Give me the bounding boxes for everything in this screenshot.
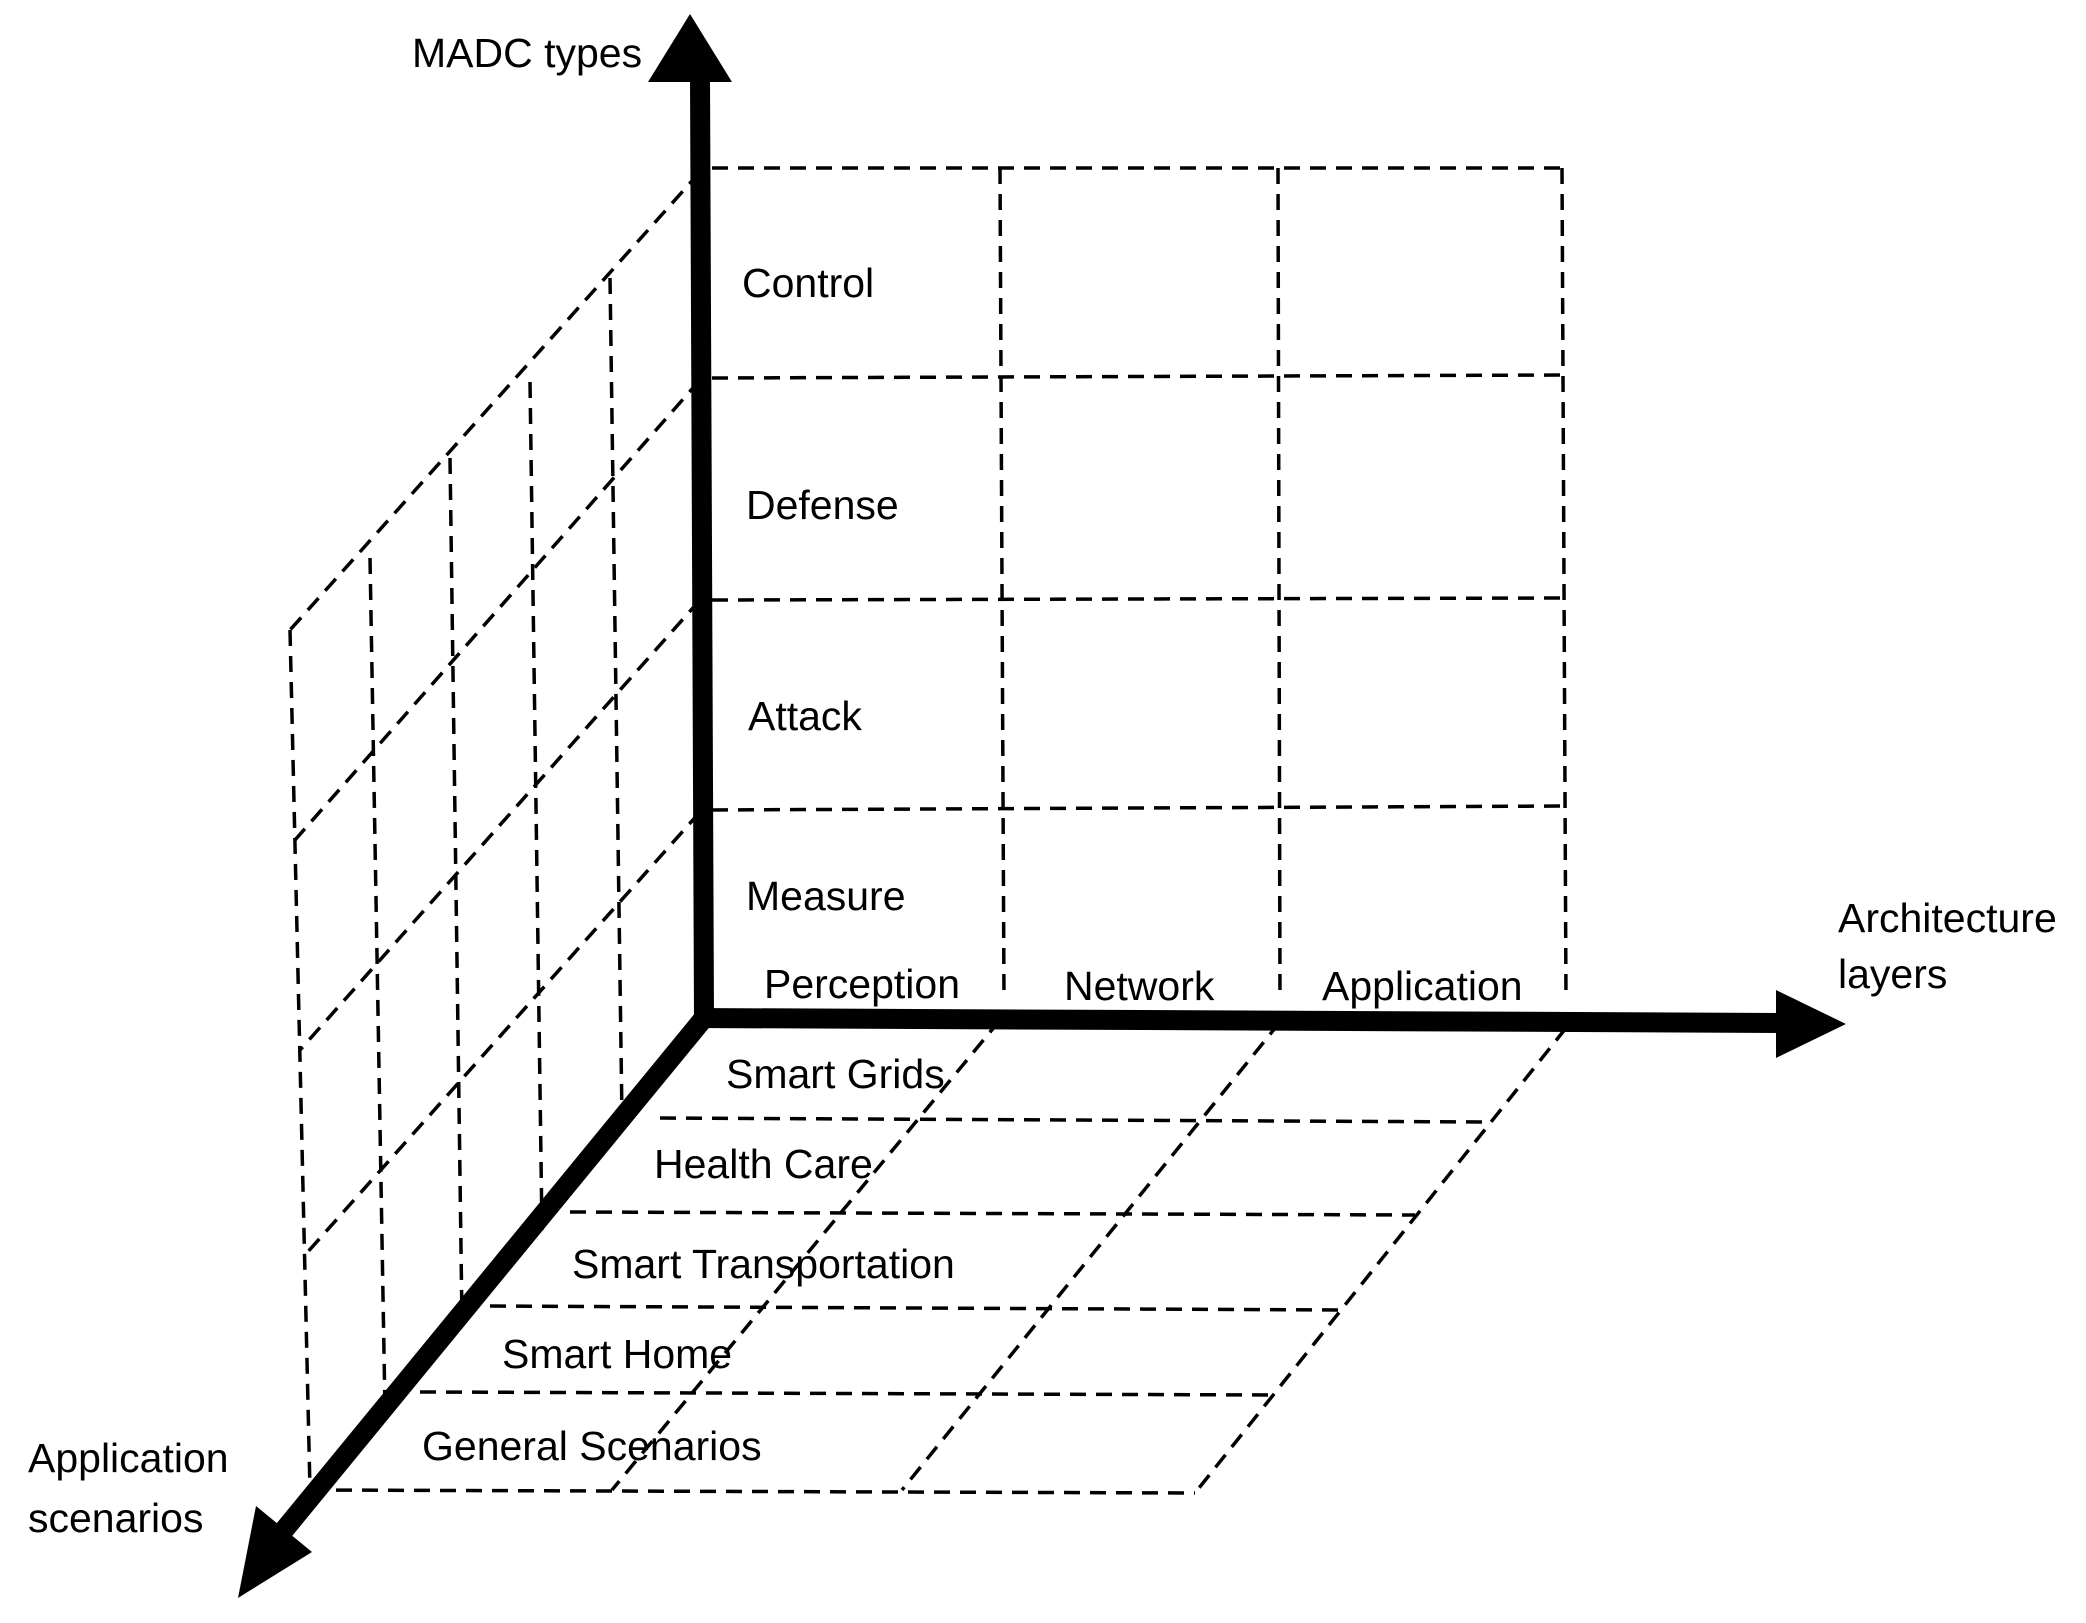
application-scenarios-axis-arrowhead bbox=[238, 1506, 312, 1598]
axes bbox=[238, 14, 1846, 1598]
application-scenarios-axis-label-line1: Application bbox=[28, 1435, 229, 1481]
architecture-layer-label: Perception bbox=[764, 961, 960, 1007]
application-scenario-label: Smart Home bbox=[502, 1331, 732, 1377]
architecture-layer-label: Network bbox=[1064, 963, 1215, 1009]
madc-type-label: Defense bbox=[746, 482, 899, 528]
madc-type-label: Control bbox=[742, 260, 874, 306]
madc-types-axis-arrowhead bbox=[648, 14, 732, 82]
architecture-layers-axis-label-line1: Architecture bbox=[1838, 895, 2057, 941]
madc-types-axis-label: MADC types bbox=[412, 30, 642, 76]
left-wall-grid bbox=[288, 170, 702, 1491]
application-scenario-label: General Scenarios bbox=[422, 1423, 762, 1469]
application-scenarios-axis-label-line2: scenarios bbox=[28, 1495, 203, 1541]
application-scenario-label: Smart Transportation bbox=[572, 1241, 955, 1287]
architecture-layers-axis-label-line2: layers bbox=[1838, 951, 1947, 997]
madc-types-axis bbox=[690, 77, 714, 1019]
floor-grid bbox=[309, 1018, 1568, 1495]
madc-type-label: Measure bbox=[746, 873, 906, 919]
architecture-layers-axis bbox=[693, 1008, 1791, 1033]
application-scenario-label: Health Care bbox=[654, 1141, 873, 1187]
architecture-layers-axis-arrowhead bbox=[1776, 990, 1846, 1058]
application-scenarios-axis bbox=[272, 1011, 712, 1542]
madc-type-label: Attack bbox=[748, 693, 862, 739]
architecture-layer-label: Application bbox=[1322, 963, 1523, 1009]
application-scenario-label: Smart Grids bbox=[726, 1051, 945, 1097]
front-wall-grid bbox=[711, 166, 1568, 1001]
